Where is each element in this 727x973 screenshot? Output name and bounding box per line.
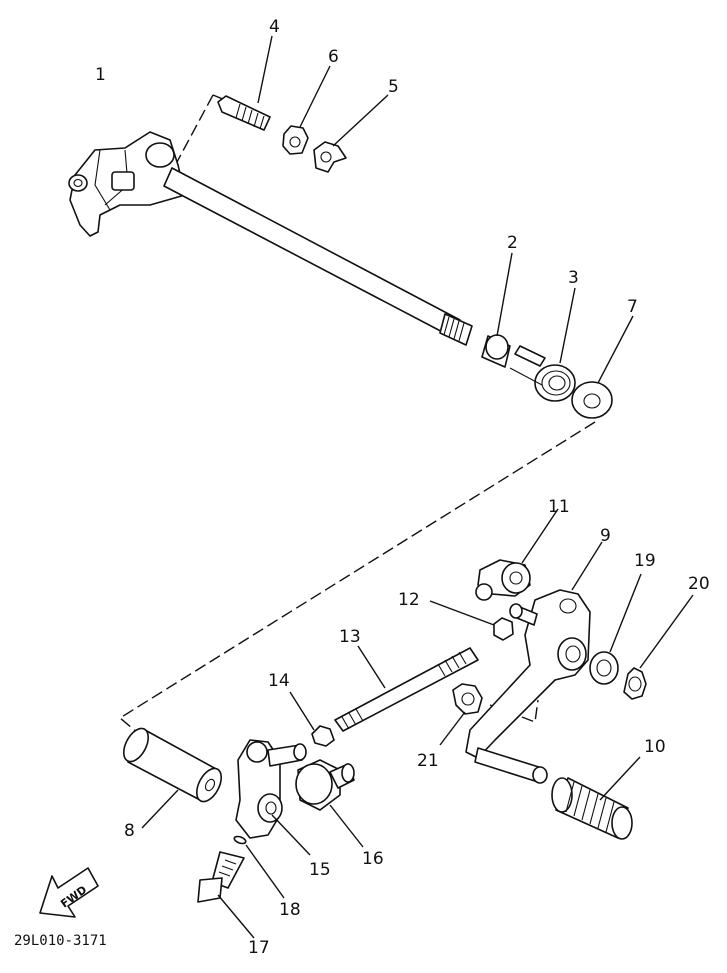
callout-3: 3 — [568, 268, 579, 288]
part-8-bushing — [122, 727, 223, 829]
callout-10: 10 — [644, 737, 666, 757]
part-18-pin — [233, 835, 285, 899]
callout-9: 9 — [600, 526, 611, 546]
part-13-shift-rod — [334, 645, 479, 732]
callout-18: 18 — [279, 900, 301, 920]
part-2-collar — [481, 252, 513, 368]
callout-12: 12 — [398, 590, 420, 610]
callout-5: 5 — [388, 77, 399, 97]
shift-shaft — [163, 167, 473, 346]
part-7-washer — [571, 315, 634, 419]
part-15-arm — [235, 739, 311, 856]
callout-7: 7 — [627, 297, 638, 317]
callout-17: 17 — [248, 938, 270, 958]
callout-19: 19 — [634, 551, 656, 571]
part-5-lock-washer — [313, 94, 389, 173]
part-17-bolt — [197, 851, 255, 939]
part-16-joint — [295, 759, 364, 848]
part-1-shift-arm — [68, 131, 186, 237]
diagram-code: 29L010-3171 — [14, 933, 107, 949]
callout-11: 11 — [548, 497, 570, 517]
part-6-nut — [282, 65, 331, 155]
callout-21: 21 — [417, 751, 439, 771]
part-19-washer — [589, 573, 642, 685]
callout-20: 20 — [688, 574, 710, 594]
part-21-circlip — [439, 683, 483, 746]
callout-numbers: 1 4 6 5 2 3 7 11 9 19 20 12 13 14 10 21 … — [95, 17, 710, 958]
callout-1: 1 — [95, 65, 106, 85]
part-20-circlip — [623, 594, 694, 700]
part-3-return-spring — [509, 287, 576, 402]
fwd-direction-arrow: FWD — [39, 867, 99, 918]
part-14-nut — [289, 691, 335, 747]
callout-15: 15 — [309, 860, 331, 880]
callout-8: 8 — [124, 821, 135, 841]
part-12-nut — [429, 600, 514, 641]
part-10-pedal-rubber — [551, 756, 641, 840]
callout-13: 13 — [339, 627, 361, 647]
part-4-stud-bolt — [217, 35, 273, 131]
callout-14: 14 — [268, 671, 290, 691]
part-11-joint — [475, 508, 559, 601]
callout-4: 4 — [269, 17, 280, 37]
callout-6: 6 — [328, 47, 339, 67]
callout-2: 2 — [507, 233, 518, 253]
part-9-shift-pedal — [465, 541, 603, 784]
callout-16: 16 — [362, 849, 384, 869]
